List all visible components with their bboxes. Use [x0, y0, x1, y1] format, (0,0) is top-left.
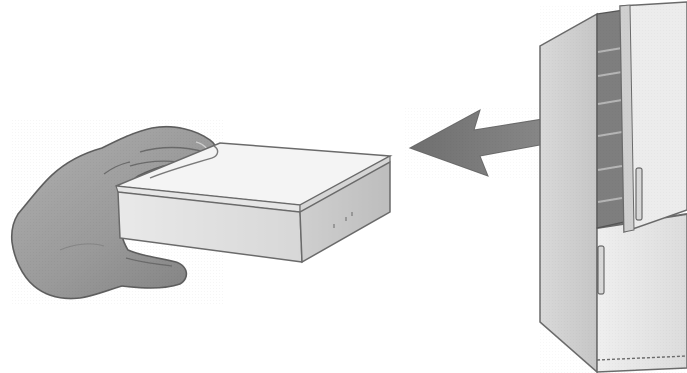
fridge-freezer-icon	[538, 2, 687, 373]
